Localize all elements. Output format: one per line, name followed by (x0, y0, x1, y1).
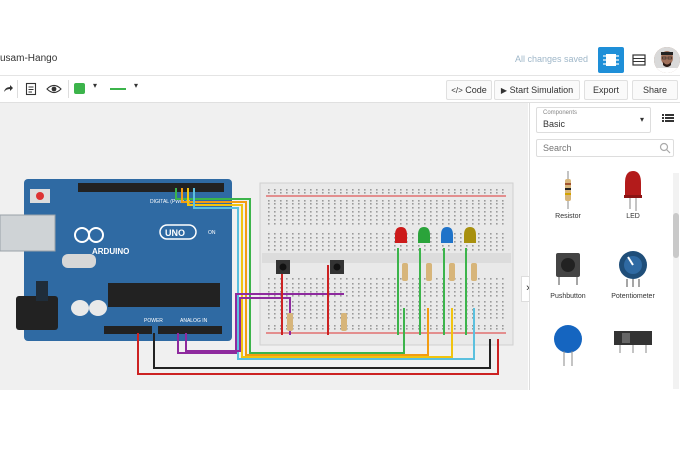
wire-color-line (110, 88, 126, 90)
led-yellow[interactable] (464, 227, 476, 243)
redo-icon[interactable] (2, 83, 14, 95)
list-view-icon[interactable] (661, 111, 675, 125)
select-value: Basic (543, 119, 566, 129)
fill-color-picker[interactable]: ▾ (74, 81, 102, 95)
notes-icon[interactable] (24, 82, 38, 96)
led-green[interactable] (418, 227, 430, 243)
user-avatar[interactable] (654, 47, 680, 73)
component-search-input[interactable] (536, 139, 674, 157)
design-title[interactable]: usam-Hango (0, 53, 58, 64)
components-panel: Components Basic ▾ Resistor (529, 103, 680, 390)
digital-pins-label: DIGITAL (PWM ~) (150, 199, 190, 205)
components-category-select[interactable]: Components Basic ▾ (536, 107, 651, 133)
panel-scrollbar[interactable] (673, 173, 679, 389)
potentiometer-icon (619, 251, 647, 287)
component-capacitor[interactable] (535, 321, 601, 390)
component-led[interactable]: LED (600, 165, 666, 235)
workplane-canvas[interactable]: ARDUINO UNO DIGITAL (PWM ~) POWER ANALOG… (0, 103, 528, 390)
breadboard-holes (268, 189, 504, 330)
component-label: LED (626, 213, 640, 220)
component-label: Pushbutton (550, 293, 586, 300)
led-red[interactable] (395, 227, 407, 243)
fill-color-swatch (74, 83, 85, 94)
component-pushbutton[interactable]: Pushbutton (535, 243, 601, 313)
table-list-icon (632, 54, 646, 66)
save-status: All changes saved (515, 54, 589, 64)
capacitor-icon (554, 325, 582, 366)
chip-icon (603, 54, 619, 66)
code-button-label: Code (465, 85, 487, 95)
start-simulation-button[interactable]: ▶ Start Simulation (494, 80, 580, 100)
chevron-down-icon: ▾ (639, 115, 644, 124)
chevron-down-icon: ▾ (93, 81, 98, 90)
toolbar: ▾ ▾ </> Code ▶ Start Simulation Export S… (0, 76, 680, 103)
component-label: Resistor (555, 213, 581, 220)
eye-icon[interactable] (46, 82, 62, 96)
power-led-label: ON (208, 230, 216, 236)
code-icon: </> (451, 86, 463, 95)
export-button[interactable]: Export (584, 80, 628, 100)
analog-pins-label: ANALOG IN (180, 318, 208, 324)
header-bar: usam-Hango All changes saved (0, 45, 680, 76)
power-pins-label: POWER (144, 318, 163, 324)
circuit-drawing[interactable]: ARDUINO UNO DIGITAL (PWM ~) POWER ANALOG… (0, 103, 528, 390)
component-slideswitch[interactable] (600, 321, 666, 390)
arduino-brand-label: ARDUINO (92, 247, 129, 256)
slide-switch-icon (614, 331, 652, 353)
play-icon: ▶ (500, 86, 508, 95)
pushbutton-icon (556, 253, 580, 285)
led-blue[interactable] (441, 227, 453, 243)
arduino-board[interactable] (0, 179, 232, 341)
wires[interactable] (137, 188, 499, 375)
led-icon (624, 171, 642, 211)
app-window: usam-Hango All changes saved (0, 45, 680, 390)
toolbar-divider (68, 80, 69, 98)
select-caption: Components (543, 110, 578, 116)
chevron-down-icon: ▾ (134, 81, 139, 90)
breadboard[interactable] (259, 182, 514, 346)
start-simulation-label: Start Simulation (509, 85, 574, 95)
avatar-image (654, 47, 680, 73)
toolbar-divider (17, 80, 18, 98)
pushbutton-1[interactable] (276, 260, 290, 274)
component-label: Potentiometer (611, 293, 655, 300)
share-button[interactable]: Share (632, 80, 678, 100)
pushbutton-2[interactable] (330, 260, 344, 274)
component-resistor[interactable]: Resistor (535, 165, 601, 235)
circuit-view-button[interactable] (598, 47, 624, 73)
resistor-icon (565, 171, 571, 209)
code-button[interactable]: </> Code (446, 80, 492, 100)
arduino-model-label: UNO (165, 228, 185, 238)
search-icon (659, 142, 671, 154)
resistors[interactable] (287, 263, 477, 331)
schematic-view-button[interactable] (628, 49, 650, 71)
component-potentiometer[interactable]: Potentiometer (600, 243, 666, 313)
wire-color-picker[interactable]: ▾ (110, 81, 142, 95)
chevron-right-icon: › (526, 282, 530, 294)
scrollbar-thumb[interactable] (673, 213, 679, 258)
